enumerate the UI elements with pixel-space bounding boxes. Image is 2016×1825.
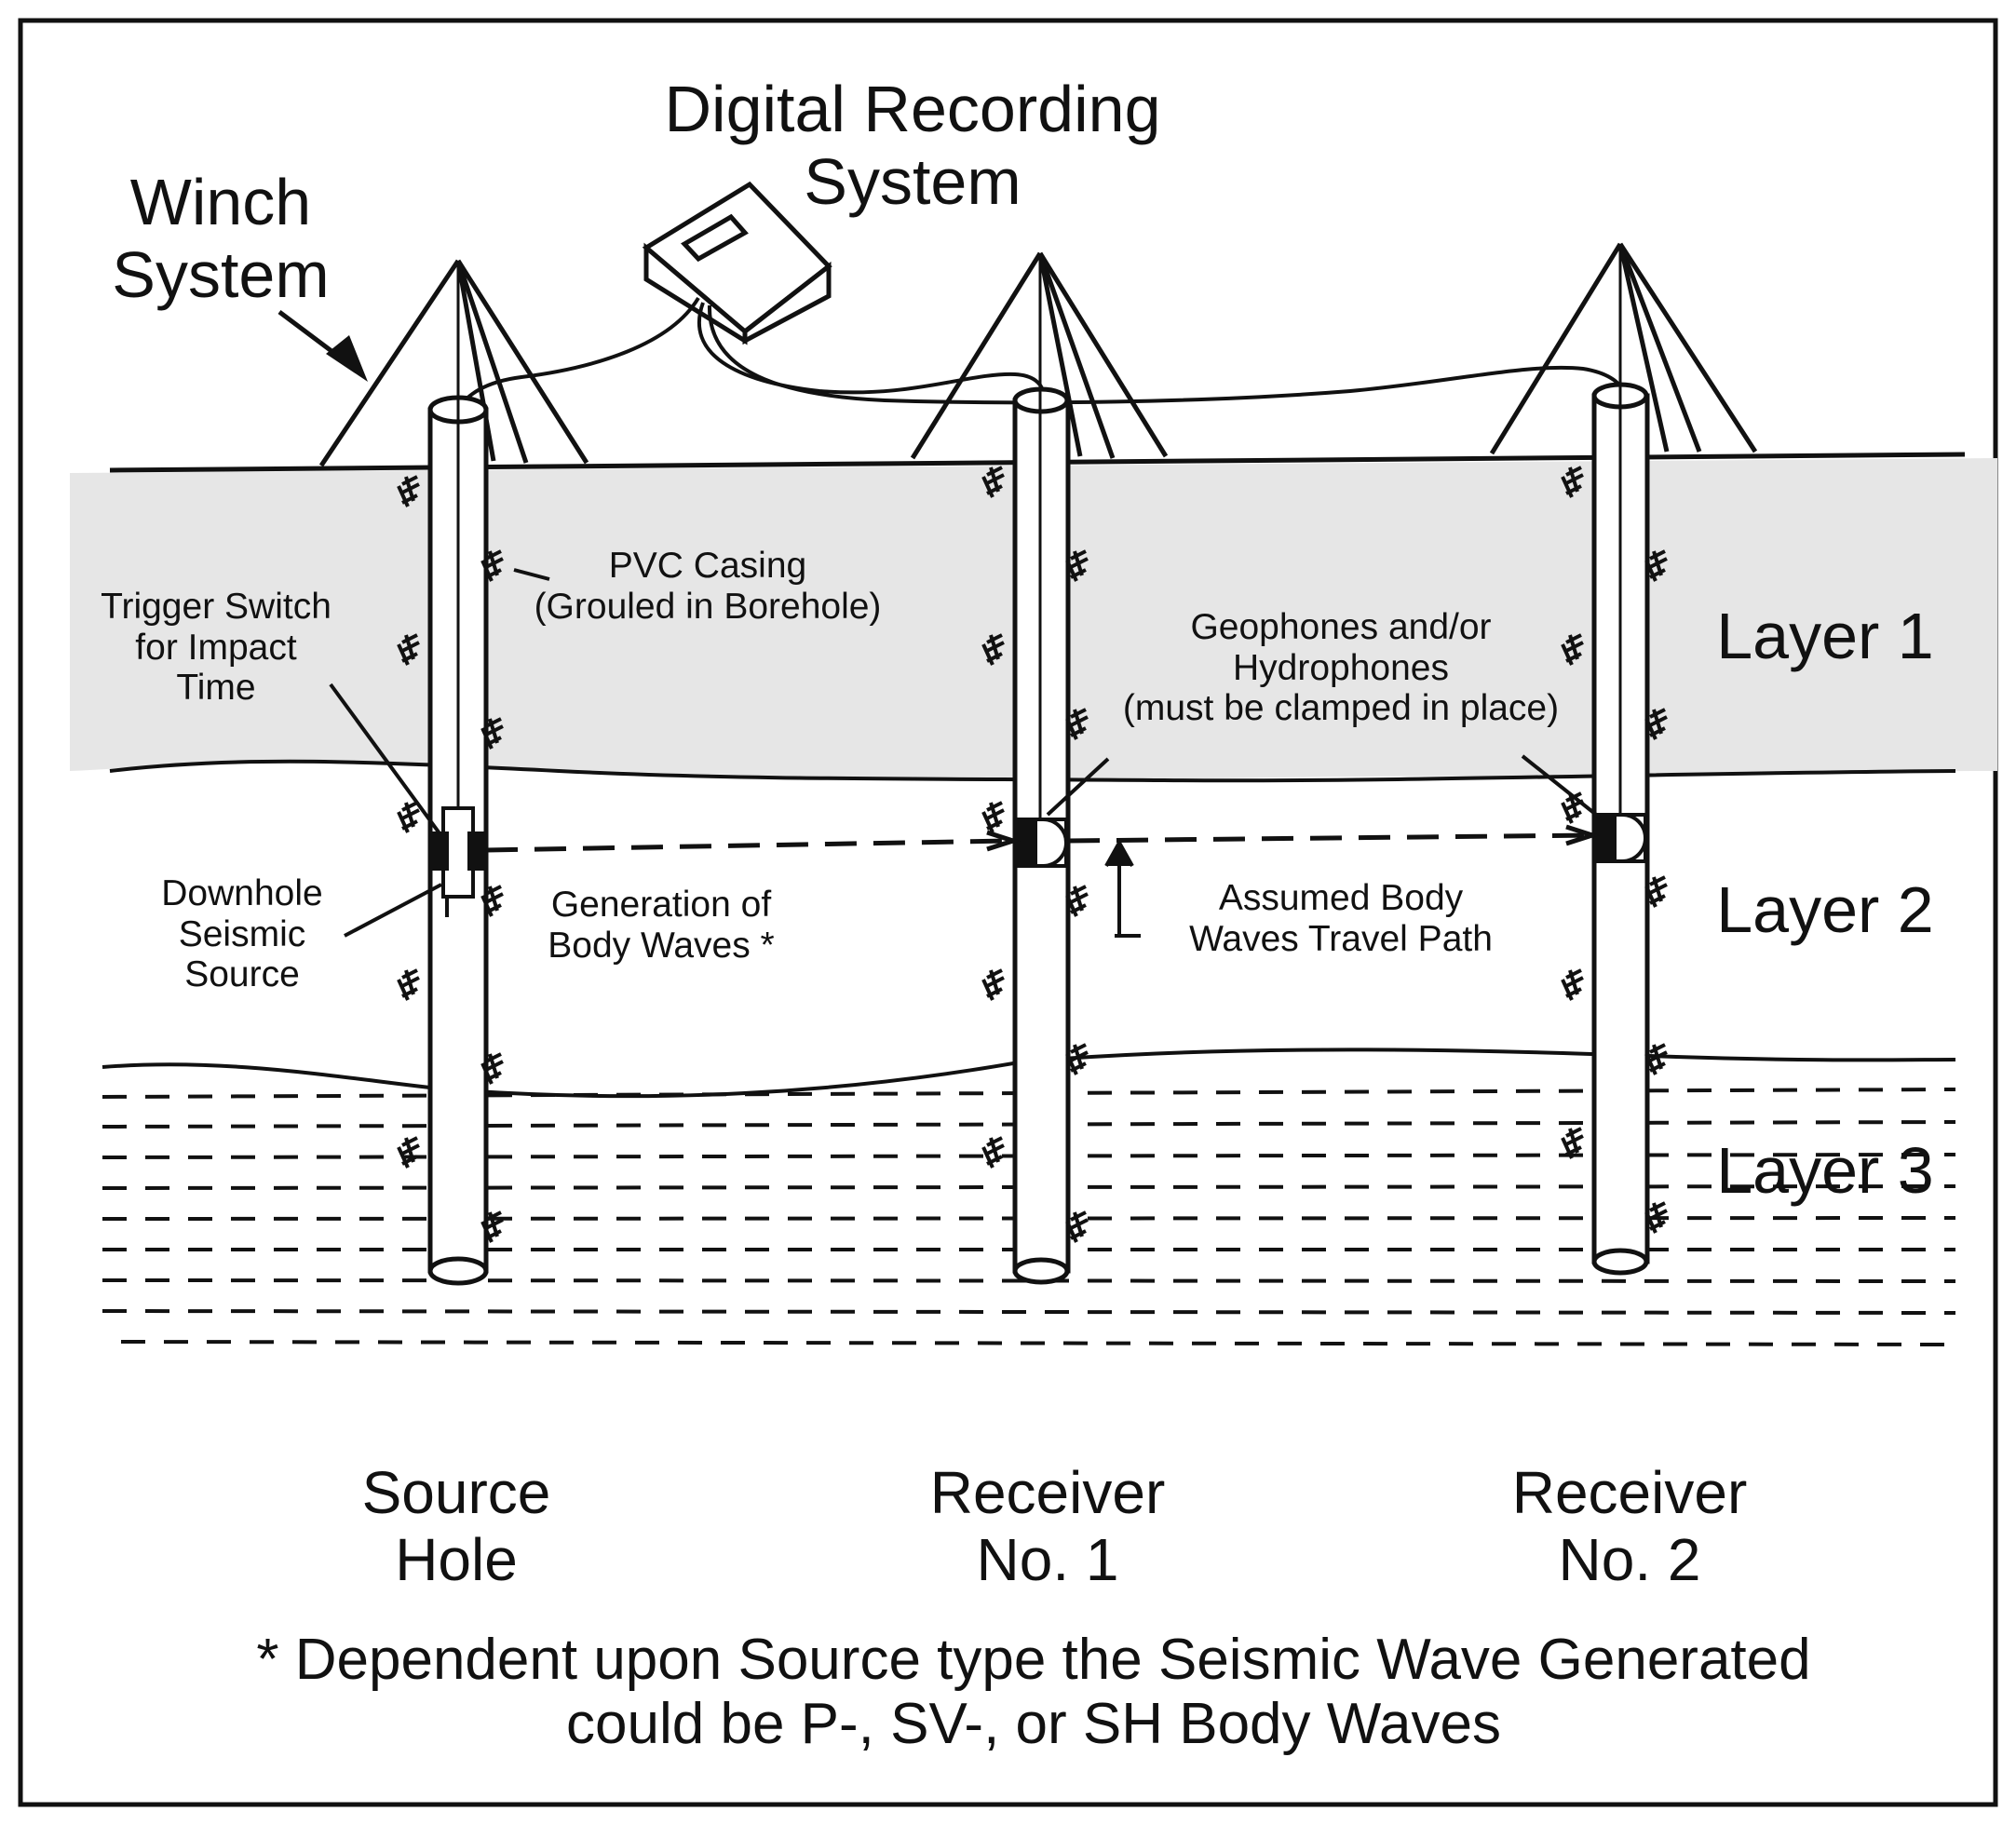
label-winch-system: Winch System	[86, 166, 356, 312]
label-geophones: Geophones and/or Hydrophones (must be cl…	[1094, 607, 1588, 729]
label-line: Winch	[129, 166, 312, 238]
label-line: System	[804, 145, 1022, 219]
label-receiver-1: Receiver No. 1	[894, 1459, 1201, 1593]
label-line: Layer 2	[1716, 873, 1934, 946]
downhole-seismic-source-tool	[428, 806, 488, 917]
label-line: Layer 3	[1716, 1134, 1934, 1207]
winch-tripod-receiver-1	[910, 251, 1169, 460]
label-line: Downhole	[161, 873, 323, 913]
winch-tripod-source	[318, 259, 589, 467]
label-line: (Grouled in Borehole)	[534, 586, 882, 627]
receiver-1-sensor	[1013, 818, 1068, 868]
label-line: * Dependent upon Source type the Seismic…	[256, 1628, 1811, 1692]
label-line: Hydrophones	[1233, 647, 1449, 688]
receiver-2-sensor	[1592, 813, 1647, 863]
leader-lines	[329, 568, 1602, 938]
label-line: No. 1	[976, 1525, 1119, 1593]
label-generation-body-waves: Generation of Body Waves *	[517, 885, 805, 966]
label-line: No. 2	[1558, 1525, 1701, 1593]
label-travel-path: Assumed Body Waves Travel Path	[1159, 878, 1522, 959]
label-line: Hole	[395, 1525, 518, 1593]
label-pvc-casing: PVC Casing (Grouled in Borehole)	[503, 546, 913, 627]
label-line: Assumed Body	[1218, 878, 1464, 918]
label-line: System	[112, 238, 330, 312]
label-source-hole: Source Hole	[317, 1459, 596, 1593]
winch-cable-lines	[456, 244, 1622, 819]
label-line: Generation of	[550, 885, 772, 925]
recording-cables	[456, 296, 1624, 412]
label-receiver-2: Receiver No. 2	[1476, 1459, 1783, 1593]
digital-recording-box	[642, 181, 832, 345]
label-line: Waves Travel Path	[1189, 918, 1493, 959]
label-line: Body Waves *	[548, 925, 775, 966]
winch-arrow	[277, 310, 368, 382]
label-line: Receiver	[1511, 1459, 1748, 1526]
label-line: Geophones and/or	[1190, 607, 1492, 647]
label-recording-system: Digital Recording System	[643, 73, 1183, 219]
label-line: Time	[176, 668, 256, 709]
label-line: Layer 1	[1716, 600, 1934, 672]
label-line: (must be clamped in place)	[1122, 688, 1560, 729]
label-line: Source	[361, 1459, 551, 1526]
label-line: Source	[184, 954, 300, 995]
label-line: Digital Recording	[664, 73, 1161, 145]
winch-tripod-receiver-2	[1489, 242, 1758, 455]
label-layer-2: Layer 2	[1695, 873, 1955, 946]
label-line: could be P-, SV-, or SH Body Waves	[566, 1692, 1501, 1757]
label-downhole-source: Downhole Seismic Source	[121, 873, 363, 995]
label-line: Receiver	[929, 1459, 1166, 1526]
label-line: PVC Casing	[608, 546, 807, 586]
label-trigger-switch: Trigger Switch for Impact Time	[76, 587, 356, 709]
figure-border	[18, 18, 1998, 1807]
travel-path-arrow	[485, 824, 1601, 853]
footnote: * Dependent upon Source type the Seismic…	[112, 1628, 1955, 1757]
label-line: for Impact	[135, 627, 297, 668]
label-layer-1: Layer 1	[1695, 600, 1955, 672]
label-line: Seismic	[178, 913, 306, 954]
label-line: Trigger Switch	[101, 587, 331, 627]
label-layer-3: Layer 3	[1695, 1134, 1955, 1207]
